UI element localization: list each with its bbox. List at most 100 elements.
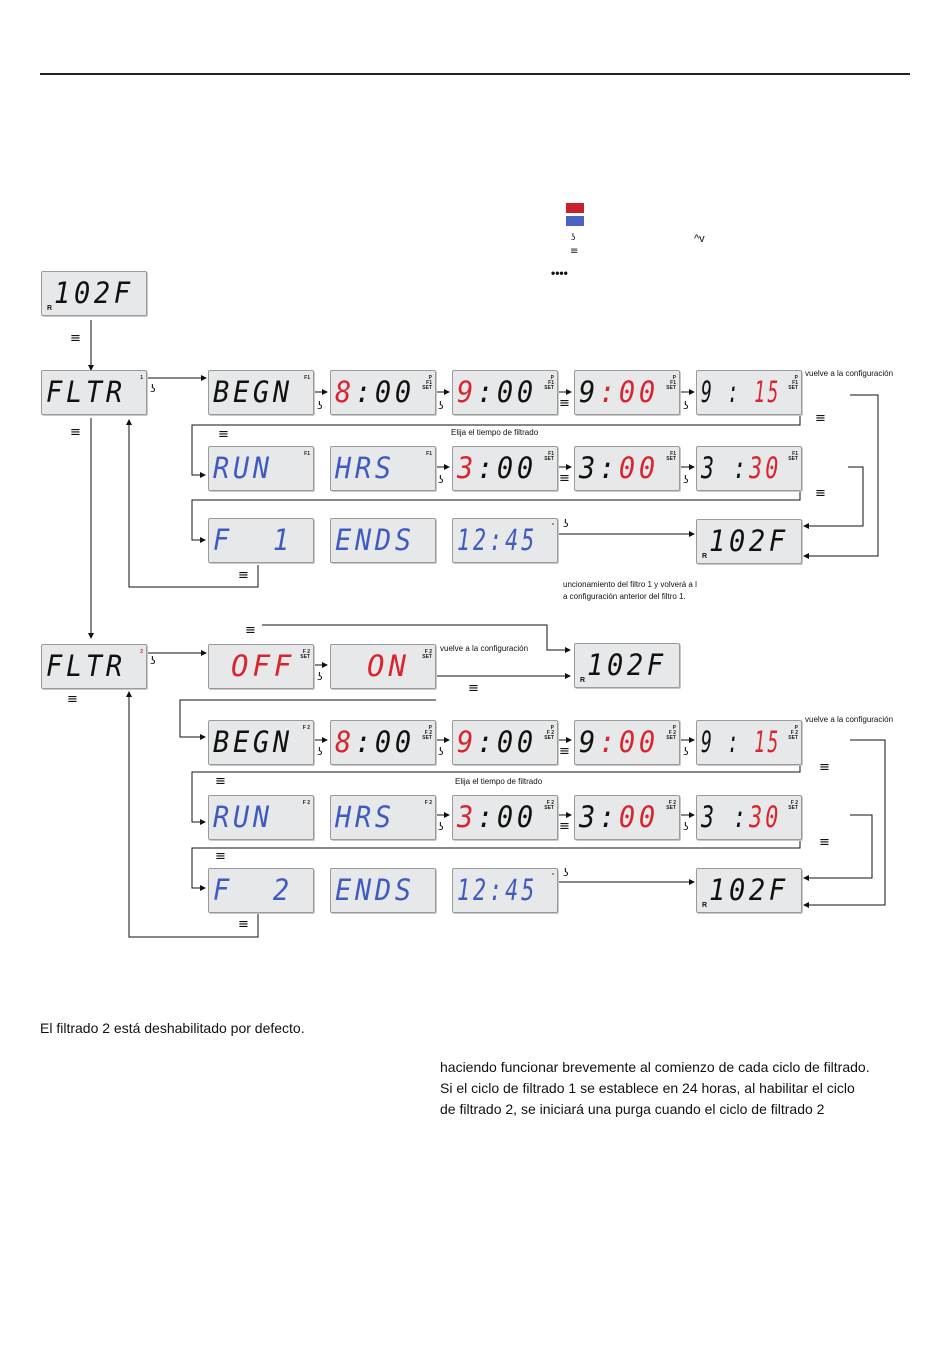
lcd-text: F 1 (213, 522, 293, 557)
lcd-text: OFF (231, 648, 296, 683)
lcd-minutes: :00 (598, 724, 659, 759)
menu-icon: ≡ (70, 331, 81, 346)
light-icon: ʖ (150, 654, 156, 667)
light-icon: ʖ (683, 399, 689, 412)
light-icon: ʖ (317, 399, 323, 412)
lcd-home-3: 102F R (574, 643, 680, 688)
menu-icon: ≡ (559, 744, 570, 759)
lcd-r-indicator: R (580, 677, 586, 684)
lcd-minutes: 30 (749, 450, 782, 485)
lcd-duration-2c: 3 :30 F 2 SET (696, 795, 802, 840)
light-icon: ʖ (563, 866, 569, 879)
menu-icon: ≡ (815, 411, 826, 426)
light-icon: ʖ (438, 745, 444, 758)
lcd-text: 3:00 (579, 802, 659, 831)
note-1-line-2: a configuración anterior del filtro 1. (563, 592, 686, 601)
lcd-text: 9:00 (579, 727, 659, 756)
light-icon: ʖ (317, 745, 323, 758)
lcd-text: HRS (335, 450, 395, 485)
menu-icon: ≡ (559, 819, 570, 834)
lcd-minutes: :00 (476, 799, 537, 834)
lcd-hour: 8 (335, 374, 355, 409)
lcd-hour: 9 (457, 724, 477, 759)
lcd-indicator: F 2 SET (422, 649, 432, 660)
lcd-indicator: ° (552, 873, 554, 879)
lcd-hour: 9 (457, 374, 477, 409)
lcd-off-2: OFF F 2 SET (208, 644, 314, 689)
menu-icon: ≡ (215, 849, 226, 864)
lcd-indicator: ° (552, 523, 554, 529)
lcd-minutes: :00 (476, 724, 537, 759)
lcd-hour: 9 (701, 724, 715, 759)
lcd-text: 9:00 (457, 727, 537, 756)
lcd-hour: 9 (579, 374, 599, 409)
lcd-hour: 3: (579, 450, 619, 485)
lcd-indicator: P F 2 SET (788, 725, 798, 741)
lcd-hour: 8 (335, 724, 355, 759)
lcd-indicator: F 2 SET (788, 800, 798, 811)
lcd-text: BEGN (213, 724, 293, 759)
lcd-home-2: 102F R (696, 519, 802, 564)
light-icon: ʖ (438, 820, 444, 833)
menu-icon: ≡ (819, 835, 830, 850)
lcd-minutes: :00 (476, 450, 537, 485)
lcd-indicator: F1 SET (788, 451, 798, 462)
lcd-duration-1c: 3 :30 F1 SET (696, 446, 802, 491)
label-return-2: vuelve a la configuración (440, 644, 529, 653)
lcd-hour: 3 : (701, 799, 750, 834)
lcd-minutes: 15 (754, 374, 781, 409)
lcd-text: ENDS (335, 872, 415, 907)
lcd-text: BEGN (213, 374, 293, 409)
menu-icon: ≡ (215, 774, 226, 789)
lcd-indicator: F1 (426, 451, 432, 457)
lcd-text: 8:00 (335, 727, 415, 756)
lcd-ends-2: ENDS (330, 868, 436, 913)
menu-icon: ≡ (70, 425, 81, 440)
lcd-hour: 9 (701, 374, 715, 409)
lcd-f2: F 2 (208, 868, 314, 913)
lcd-duration-2b: 3:00 F 2 SET (574, 795, 680, 840)
note-1-line-1: uncionamiento del filtro 1 y volverá a l (563, 580, 697, 589)
lcd-indicator: F 2 SET (300, 649, 310, 660)
lcd-text: 3 :30 (701, 799, 778, 834)
lcd-hrs-1: HRS F1 (330, 446, 436, 491)
light-icon: ʖ (317, 670, 323, 683)
light-icon: ʖ (438, 473, 444, 486)
legend-dots: •••• (551, 266, 568, 280)
lcd-indicator: 2 (140, 649, 143, 655)
menu-icon: ≡ (559, 396, 570, 411)
light-icon: ʖ (150, 382, 156, 395)
lcd-time-1b: 9:00 P F1 SET (452, 370, 558, 415)
lcd-indicator: P F1 SET (544, 375, 554, 391)
lcd-text: HRS (335, 799, 395, 834)
lcd-indicator: P F1 SET (422, 375, 432, 391)
lcd-text: 102F (709, 872, 789, 907)
lcd-duration-1a: 3:00 F1 SET (452, 446, 558, 491)
paragraph-purge-line-1: haciendo funcionar brevemente al comienz… (440, 1059, 870, 1075)
light-icon: ʖ (438, 399, 444, 412)
lcd-minutes: 00 (618, 450, 659, 485)
lcd-time-1d: 9 : 15 P F1 SET (696, 370, 802, 415)
lcd-text: ENDS (335, 522, 415, 557)
lcd-indicator: P F 2 SET (422, 725, 432, 741)
lcd-home-1: 102F R (41, 271, 147, 316)
lcd-indicator: F1 (304, 451, 310, 457)
paragraph-purge-line-3: de filtrado 2, se iniciará una purga cua… (440, 1101, 825, 1117)
lcd-text: 8:00 (335, 377, 415, 406)
lcd-sep: : (714, 374, 755, 409)
lcd-minutes: 15 (754, 724, 781, 759)
lcd-hour: 3 (457, 799, 477, 834)
lcd-duration-2a: 3:00 F 2 SET (452, 795, 558, 840)
top-rule (40, 73, 910, 75)
lcd-duration-1b: 3:00 F1 SET (574, 446, 680, 491)
lcd-minutes: :00 (476, 374, 537, 409)
legend-swatch-blue (566, 216, 584, 226)
lcd-run-2: RUN F 2 (208, 795, 314, 840)
label-choose-time-1: Elija el tiempo de filtrado (451, 428, 539, 437)
menu-icon: ≡ (819, 760, 830, 775)
lcd-text: ON (367, 648, 410, 683)
lcd-time-2b: 9:00 P F 2 SET (452, 720, 558, 765)
lcd-time-2d: 9 : 15 P F 2 SET (696, 720, 802, 765)
paragraph-filter2-default: El filtrado 2 está deshabilitado por def… (40, 1020, 305, 1036)
legend-arrows: ^v (694, 233, 705, 245)
